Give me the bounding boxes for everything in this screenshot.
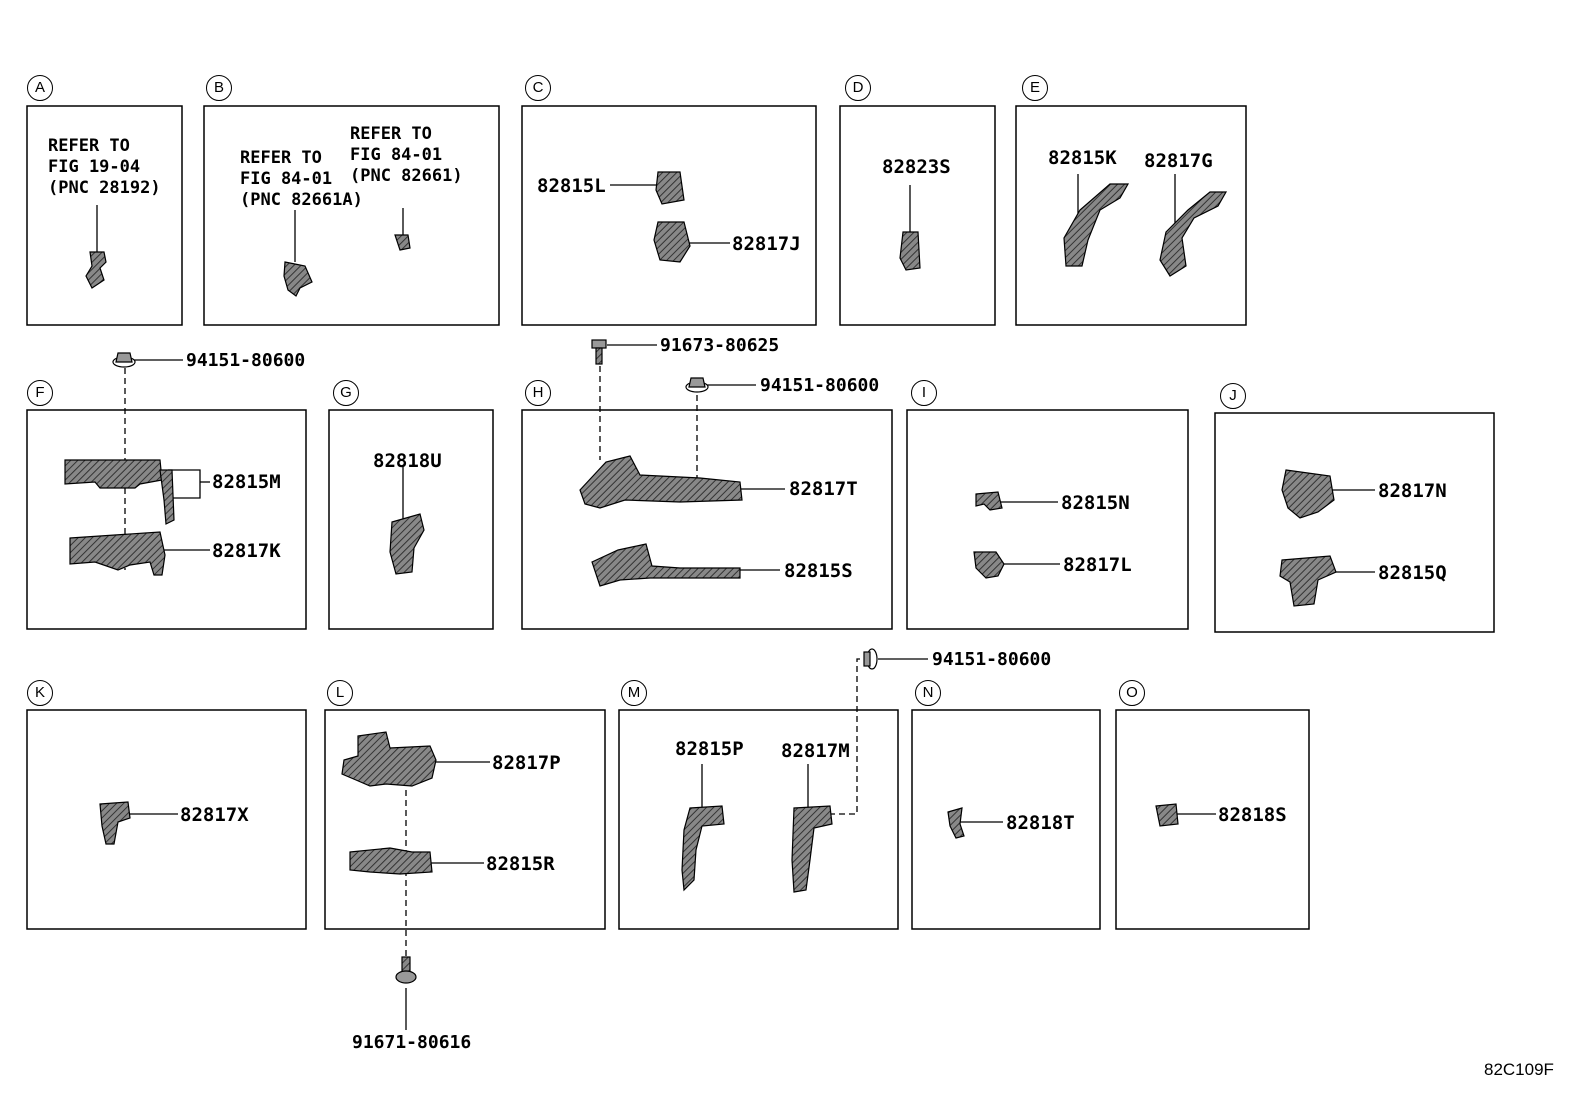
diagram-code: 82C109F — [1484, 1060, 1554, 1079]
section-letter: J — [1220, 383, 1246, 409]
part-label: 82815N — [1061, 492, 1130, 514]
part-82817N-icon — [1281, 469, 1335, 519]
part-82817P-icon — [341, 731, 437, 787]
part-82815K-icon — [1063, 183, 1130, 267]
part-label: 82817N — [1378, 480, 1447, 502]
bolt-91673-h-icon — [591, 339, 607, 365]
part-82817T-icon — [579, 455, 743, 509]
section-letter: K — [27, 680, 53, 706]
bolt-94151-m-icon — [863, 648, 878, 670]
section-l-box — [324, 709, 606, 930]
section-a-box — [26, 105, 183, 326]
part-label: 82817L — [1063, 554, 1132, 576]
section-e-box — [1015, 105, 1247, 326]
section-f-box — [26, 409, 307, 630]
section-letter: M — [621, 680, 647, 706]
part-b-clip2-icon — [394, 234, 411, 251]
section-k-box — [26, 709, 307, 930]
part-label: 82817G — [1144, 150, 1213, 172]
part-82817X-icon — [99, 801, 131, 845]
part-label: 94151-80600 — [760, 375, 880, 396]
part-label: 82815L — [537, 175, 606, 197]
section-n-box — [911, 709, 1101, 930]
part-82815S-icon — [591, 543, 741, 587]
part-82817L-icon — [973, 551, 1005, 579]
section-letter: O — [1119, 680, 1145, 706]
part-label: 82815S — [784, 560, 853, 582]
part-82817J-icon — [653, 221, 691, 263]
section-letter: H — [525, 380, 551, 406]
part-82818U-icon — [389, 513, 425, 575]
part-82823S-icon — [899, 231, 921, 271]
note-b1: REFER TO FIG 84-01 (PNC 82661A) — [240, 148, 363, 210]
section-letter: I — [911, 380, 937, 406]
part-label: 94151-80600 — [186, 350, 306, 371]
part-label: 91671-80616 — [352, 1032, 472, 1053]
part-label: 82815R — [486, 853, 555, 875]
part-label: 82817K — [212, 540, 281, 562]
section-b-box — [203, 105, 500, 326]
part-82815Q-icon — [1279, 555, 1337, 607]
section-m-box — [618, 709, 899, 930]
part-82817M-icon — [791, 805, 833, 893]
part-82815R-icon — [349, 847, 433, 875]
bolt-94151-h-icon — [685, 377, 709, 393]
section-g-box — [328, 409, 494, 630]
part-label: 82818T — [1006, 812, 1075, 834]
section-i-box — [906, 409, 1189, 630]
part-label: 82817M — [781, 740, 850, 762]
section-letter: A — [27, 75, 53, 101]
part-a-clip-icon — [85, 251, 107, 289]
section-letter: C — [525, 75, 551, 101]
part-label: 82817J — [732, 233, 801, 255]
part-82818S-icon — [1155, 803, 1179, 827]
part-82817G-icon — [1159, 191, 1228, 277]
note-b2: REFER TO FIG 84-01 (PNC 82661) — [350, 124, 463, 186]
part-b-clip1-icon — [283, 261, 313, 297]
section-letter: B — [206, 75, 232, 101]
part-82815L-icon — [655, 171, 685, 205]
part-label: 82817X — [180, 804, 249, 826]
part-label: 91673-80625 — [660, 335, 780, 356]
part-label: 82818U — [373, 450, 442, 472]
part-label: 82815M — [212, 471, 281, 493]
section-d-box — [839, 105, 996, 326]
section-letter: E — [1022, 75, 1048, 101]
section-letter: F — [27, 380, 53, 406]
section-o-box — [1115, 709, 1310, 930]
part-82818T-icon — [947, 807, 965, 839]
part-82815M-bracket-icon — [159, 469, 175, 525]
part-label: 94151-80600 — [932, 649, 1052, 670]
part-label: 82818S — [1218, 804, 1287, 826]
section-letter: G — [333, 380, 359, 406]
part-label: 82823S — [882, 156, 951, 178]
part-label: 82815P — [675, 738, 744, 760]
section-c-box — [521, 105, 817, 326]
section-j-box — [1214, 412, 1495, 633]
part-label: 82815Q — [1378, 562, 1447, 584]
part-82815N-icon — [975, 491, 1003, 511]
part-82815P-icon — [681, 805, 725, 892]
part-82817K-icon — [69, 531, 166, 576]
part-label: 82817P — [492, 752, 561, 774]
part-label: 82815K — [1048, 147, 1117, 169]
part-label: 82817T — [789, 478, 858, 500]
section-h-box — [521, 409, 893, 630]
section-letter: L — [327, 680, 353, 706]
note-a: REFER TO FIG 19-04 (PNC 28192) — [48, 136, 161, 198]
bolt-91671-l-icon — [395, 956, 417, 984]
part-82815M-icon — [64, 459, 163, 489]
section-letter: N — [915, 680, 941, 706]
section-letter: D — [845, 75, 871, 101]
bolt-94151-f-icon — [112, 352, 136, 368]
